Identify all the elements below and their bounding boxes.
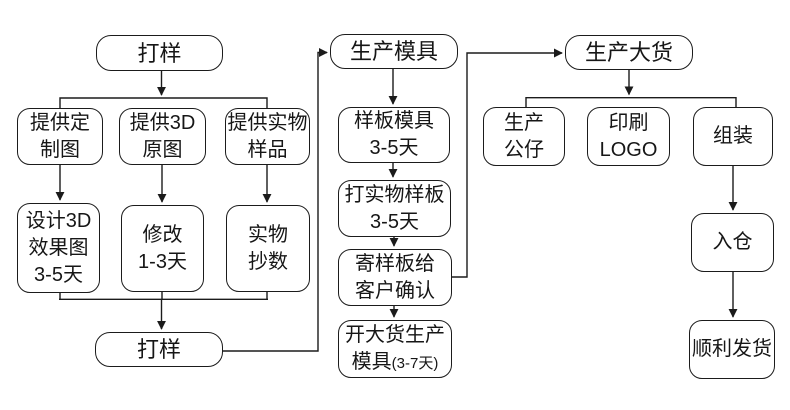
node-smooth-shipment: 顺利发货 [689,320,775,379]
node-revise: 修改 1-3天 [121,205,204,292]
node-label: 顺利发货 [692,338,772,360]
node-sampling-bottom: 打样 [95,332,223,367]
node-label: 3-5天 [369,137,419,159]
node-design-3d-render: 设计3D 效果图 3-5天 [17,203,100,293]
node-label: 模具(3-7天) [352,349,439,377]
node-assemble: 组装 [693,107,773,166]
node-provide-physical-sample: 提供实物 样品 [225,108,310,165]
node-label: 生产模具 [349,39,438,64]
node-label: 开大货生产 [345,323,445,346]
branch-line-bulk [525,97,737,107]
node-label: 1-3天 [138,250,187,273]
node-label: 客户确认 [355,279,435,302]
node-label: 设计3D [25,209,92,232]
node-label: 寄样板给 [355,252,435,275]
node-label: 提供3D [129,111,196,134]
node-label: 提供定 [30,111,90,134]
node-sampling-top: 打样 [96,35,223,71]
arrow-sample-to-mold [223,48,328,352]
node-open-bulk-mold: 开大货生产 模具(3-7天) [338,320,452,378]
node-label-note: (3-7天) [391,354,439,372]
node-label: 生产大货 [584,40,673,65]
node-label: 效果图 [28,236,89,259]
node-make-physical-sample: 打实物样板 3-5天 [338,180,451,237]
node-physical-scan: 实物 抄数 [226,205,310,292]
node-label: 提供实物 [227,111,308,134]
node-label: 制图 [40,138,80,161]
node-label: 3-5天 [34,263,83,286]
node-label: 公仔 [504,138,544,161]
node-label: 修改 [142,223,183,246]
arrow-send-to-bulkheader [452,48,563,278]
node-label: 模具 [351,350,392,373]
node-label: 样板模具 [354,110,434,132]
node-produce-bulk: 生产大货 [565,35,693,70]
node-label: 打样 [136,337,181,362]
node-label: LOGO [599,138,658,161]
node-produce-mold: 生产模具 [330,34,458,69]
node-label: 抄数 [248,250,288,273]
node-label: 打实物样板 [344,183,445,206]
node-label: 打样 [137,40,182,66]
merge-line-sampling [59,291,268,300]
node-label: 入仓 [712,231,753,253]
node-produce-figure: 生产 公仔 [483,107,565,166]
node-send-sample-confirm: 寄样板给 客户确认 [338,249,452,306]
node-label: 生产 [504,111,544,134]
branch-line-sampling [59,97,268,108]
node-print-logo: 印刷 LOGO [587,107,670,166]
node-label: 印刷 [608,111,649,134]
node-label: 实物 [248,223,288,246]
node-label: 原图 [142,138,183,161]
node-label: 3-5天 [370,210,419,233]
node-label: 组装 [713,125,753,147]
node-warehouse: 入仓 [691,213,774,272]
node-provide-custom-drawing: 提供定 制图 [17,108,103,165]
node-provide-3d-artwork: 提供3D 原图 [119,108,206,165]
node-label: 样品 [247,138,288,161]
node-sample-mold: 样板模具 3-5天 [338,107,450,163]
